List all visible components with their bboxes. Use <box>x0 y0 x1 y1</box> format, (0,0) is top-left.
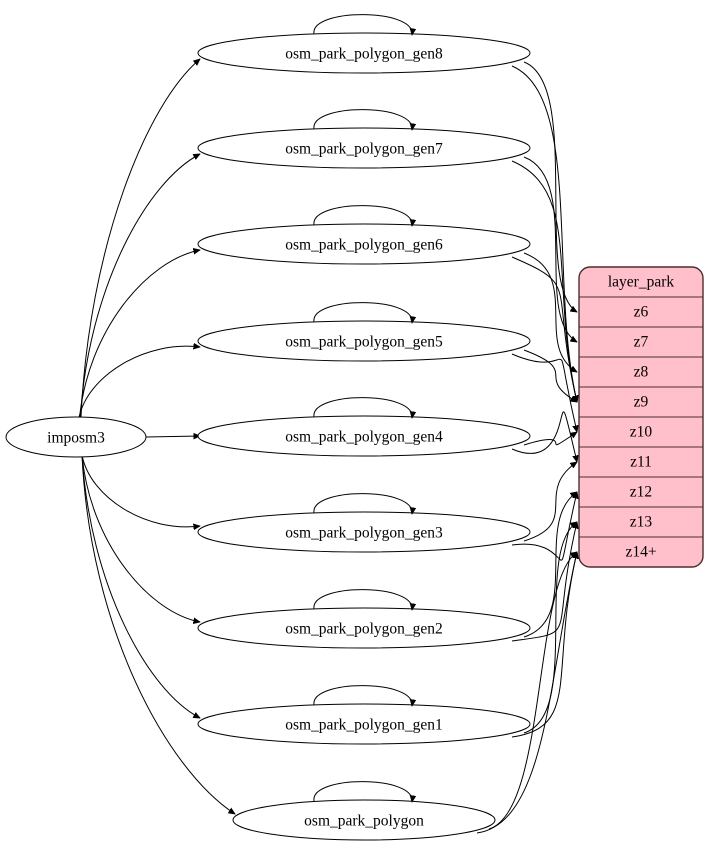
self-loop-gen3 <box>313 493 412 514</box>
layer-park-row-z6[interactable]: z6 <box>579 296 703 321</box>
layer-park-header: layer_park <box>608 274 675 291</box>
node-gen2[interactable]: osm_park_polygon_gen2 <box>197 607 531 649</box>
self-loop-gen7 <box>313 109 412 130</box>
edge-imposm3-to-gen1 <box>81 454 200 719</box>
edge-gen4-to-row-z11 <box>511 411 577 462</box>
node-shape <box>197 127 531 169</box>
edge-gen7-to-row-z7 <box>523 156 577 342</box>
edge-imposm3-to-gen6 <box>78 250 200 420</box>
row-label: z6 <box>634 304 649 321</box>
row-label: z13 <box>630 514 653 531</box>
edge-gen1-to-row-z14plus <box>511 552 577 738</box>
node-label: osm_park_polygon_gen2 <box>285 621 443 638</box>
self-loop-base <box>313 781 412 802</box>
node-label: osm_park_polygon_gen6 <box>285 237 443 254</box>
node-shape <box>232 799 496 841</box>
layer-park-table: layer_park z6 z7 z8 z9 z10 z11 z12 z13 z14+ <box>578 266 704 568</box>
node-label: osm_park_polygon <box>304 813 424 830</box>
edge-imposm3-to-gen7 <box>79 153 200 420</box>
edge-imposm3-to-base <box>81 454 235 814</box>
layer-park-row-z8[interactable]: z8 <box>579 356 703 381</box>
edges-from-imposm3 <box>78 59 235 814</box>
node-gen5[interactable]: osm_park_polygon_gen5 <box>197 320 531 362</box>
row-label: z12 <box>630 484 652 501</box>
edge-gen6-to-row-z8 <box>523 252 577 372</box>
self-loop-gen5 <box>313 302 412 323</box>
edge-gen3-to-row-z12 <box>511 492 577 561</box>
row-label: z10 <box>630 424 653 441</box>
node-shape <box>197 223 531 265</box>
edge-gen1-to-row-z13 <box>523 522 577 734</box>
node-shape <box>197 415 531 457</box>
node-label: imposm3 <box>47 430 105 447</box>
layer-park-title: layer_park <box>608 274 675 291</box>
edge-gen4-to-row-z10 <box>523 432 577 446</box>
row-label: z9 <box>634 394 649 411</box>
edge-gen3-to-row-z11 <box>523 462 577 542</box>
edge-base-to-row-z14plus <box>488 552 577 830</box>
edge-imposm3-to-gen5 <box>78 346 200 420</box>
node-gen7[interactable]: osm_park_polygon_gen7 <box>197 127 531 169</box>
layer-park-row-z12[interactable]: z12 <box>579 476 703 501</box>
edge-base-to-row-z14plus <box>476 552 577 834</box>
node-gen6[interactable]: osm_park_polygon_gen6 <box>197 223 531 265</box>
layer-park-row-z14plus[interactable]: z14+ <box>579 536 703 561</box>
node-label: osm_park_polygon_gen8 <box>285 46 443 63</box>
layer-park-row-z13[interactable]: z13 <box>579 506 703 531</box>
node-imposm3[interactable]: imposm3 <box>5 416 147 458</box>
node-gen8[interactable]: osm_park_polygon_gen8 <box>197 32 531 74</box>
layer-park-row-z11[interactable]: z11 <box>579 446 703 471</box>
node-label: osm_park_polygon_gen4 <box>285 429 443 446</box>
node-label: osm_park_polygon_gen7 <box>285 141 443 158</box>
edge-gen8-to-row-z6 <box>523 61 577 312</box>
layer-park-row-z7[interactable]: z7 <box>579 326 703 351</box>
self-loop-gen1 <box>313 685 412 706</box>
node-shape <box>197 32 531 74</box>
node-shape <box>197 607 531 649</box>
node-shape <box>197 511 531 553</box>
layer-park-row-z10[interactable]: z10 <box>579 416 703 441</box>
node-label: osm_park_polygon_gen5 <box>285 334 443 351</box>
node-gen1[interactable]: osm_park_polygon_gen1 <box>197 703 531 745</box>
edge-gen2-to-row-z12 <box>523 492 577 638</box>
edge-gen6-to-row-z9 <box>511 256 577 402</box>
node-label: osm_park_polygon_gen1 <box>285 717 443 734</box>
edge-gen7-to-row-z9 <box>511 160 577 402</box>
edge-imposm3-to-gen3 <box>81 454 200 527</box>
node-base[interactable]: osm_park_polygon <box>232 799 496 841</box>
self-loop-gen8 <box>313 14 412 35</box>
row-label: z14+ <box>625 544 656 561</box>
node-label: osm_park_polygon_gen3 <box>285 525 443 542</box>
self-loop-edges <box>313 14 412 802</box>
row-label: z8 <box>634 364 649 381</box>
node-gen3[interactable]: osm_park_polygon_gen3 <box>197 511 531 553</box>
edge-gen5-to-row-z10 <box>511 353 577 432</box>
edge-gen2-to-row-z13 <box>511 522 577 642</box>
row-label: z7 <box>634 334 649 351</box>
self-loop-gen4 <box>313 397 412 418</box>
layer-park-outline <box>578 266 704 568</box>
node-gen4[interactable]: osm_park_polygon_gen4 <box>197 415 531 457</box>
edges-to-layer-park <box>476 61 577 834</box>
edge-imposm3-to-gen2 <box>81 454 200 622</box>
self-loop-gen6 <box>313 205 412 226</box>
row-label: z11 <box>630 454 652 471</box>
node-shape <box>5 416 147 458</box>
layer-park-row-z9[interactable]: z9 <box>579 386 703 411</box>
polygon-nodes: imposm3 osm_park_polygon_gen8 osm_park_pol… <box>5 32 531 841</box>
node-shape <box>197 320 531 362</box>
self-loop-gen2 <box>313 589 412 610</box>
node-shape <box>197 703 531 745</box>
edge-gen8-to-row-z9 <box>511 65 577 402</box>
edge-imposm3-to-gen8 <box>80 59 200 420</box>
edge-gen5-to-row-z9 <box>523 349 577 402</box>
edge-imposm3-to-gen4 <box>145 436 200 437</box>
